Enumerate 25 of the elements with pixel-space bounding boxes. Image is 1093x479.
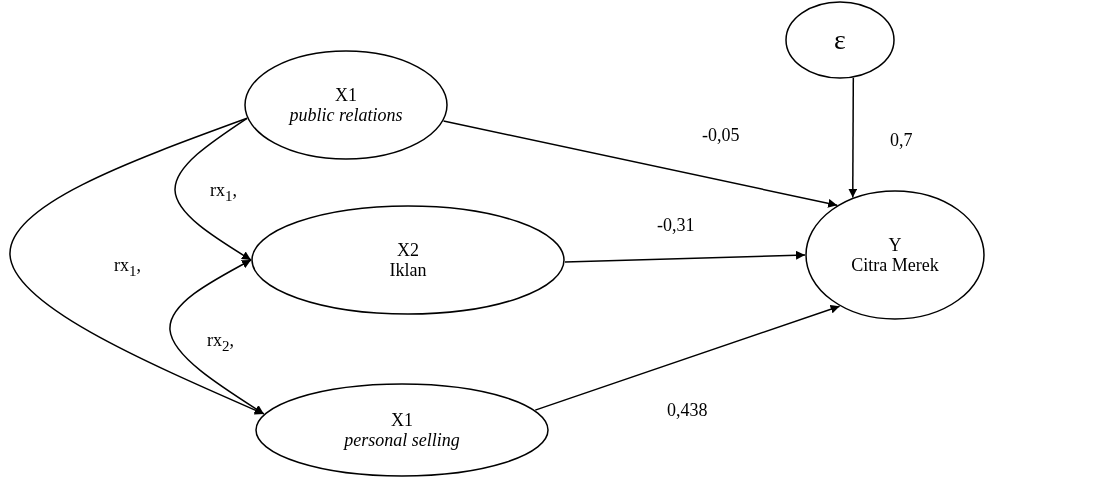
node-label: public relations: [289, 105, 403, 125]
edge-label: 0,7: [888, 130, 915, 150]
node-label: Iklan: [389, 260, 427, 280]
node-label: X1: [335, 85, 357, 105]
node-label: ε: [834, 25, 846, 55]
edge-label: -0,05: [700, 125, 742, 145]
ellipse-node: [251, 205, 565, 315]
node-label: Citra Merek: [851, 255, 939, 275]
arrow: [534, 304, 841, 411]
edge-label: -0,31: [655, 215, 697, 235]
ellipse-node: [244, 50, 448, 160]
arrow: [442, 120, 838, 208]
ellipse-node: [255, 383, 549, 477]
node-label: Y: [888, 235, 902, 255]
arrow: [169, 259, 265, 415]
arrow: [564, 250, 806, 263]
node-label: personal selling: [344, 430, 460, 450]
edge-label: 0,438: [665, 400, 710, 420]
arrow: [9, 117, 265, 415]
arrow: [848, 77, 858, 199]
arrow: [174, 117, 252, 261]
ellipse-node: [805, 190, 985, 320]
ellipse-node: [785, 1, 895, 79]
node-label: X2: [397, 240, 419, 260]
node-label: X1: [391, 410, 413, 430]
